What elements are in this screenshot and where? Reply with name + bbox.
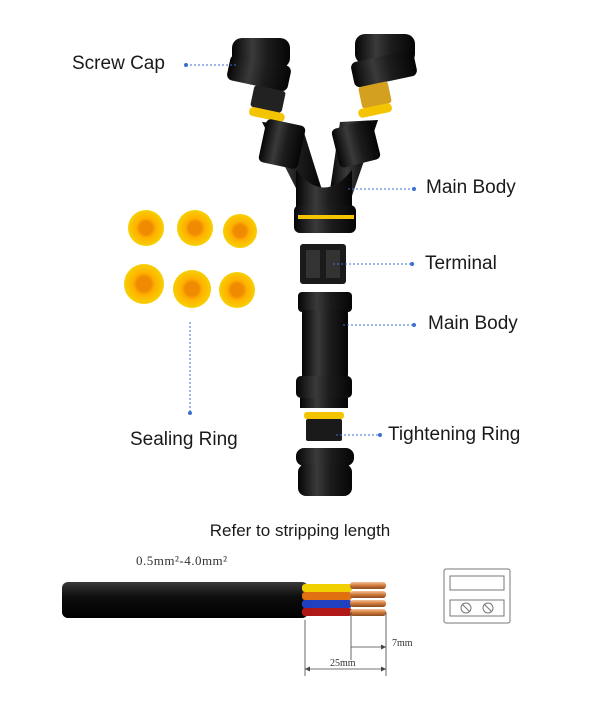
terminal-drawing — [443, 568, 511, 624]
screw-cap-right — [351, 34, 417, 88]
terminal-block — [300, 244, 346, 284]
label-main-body-top: Main Body — [426, 177, 516, 198]
dimension-7mm: 7mm — [392, 638, 413, 649]
main-body-lower — [296, 292, 352, 408]
leader-dots — [184, 63, 416, 437]
dimension-25mm: 25mm — [330, 658, 356, 669]
sealing-rings — [124, 210, 257, 308]
label-tightening-ring: Tightening Ring — [388, 424, 521, 445]
label-main-body-bottom: Main Body — [428, 313, 518, 334]
label-sealing-ring: Sealing Ring — [130, 429, 238, 450]
tightening-ring — [304, 412, 344, 441]
screw-cap-bottom — [296, 448, 354, 496]
stripped-cable — [62, 582, 386, 618]
screw-cap-left — [227, 38, 291, 92]
label-terminal: Terminal — [425, 253, 497, 274]
label-screw-cap: Screw Cap — [72, 53, 165, 74]
wire-range: 0.5mm²-4.0mm² — [136, 553, 228, 568]
dimension-lines — [304, 612, 387, 676]
stripping-title: Refer to stripping length — [209, 521, 391, 540]
leader-lines — [186, 64, 414, 436]
y-connector — [227, 34, 417, 496]
